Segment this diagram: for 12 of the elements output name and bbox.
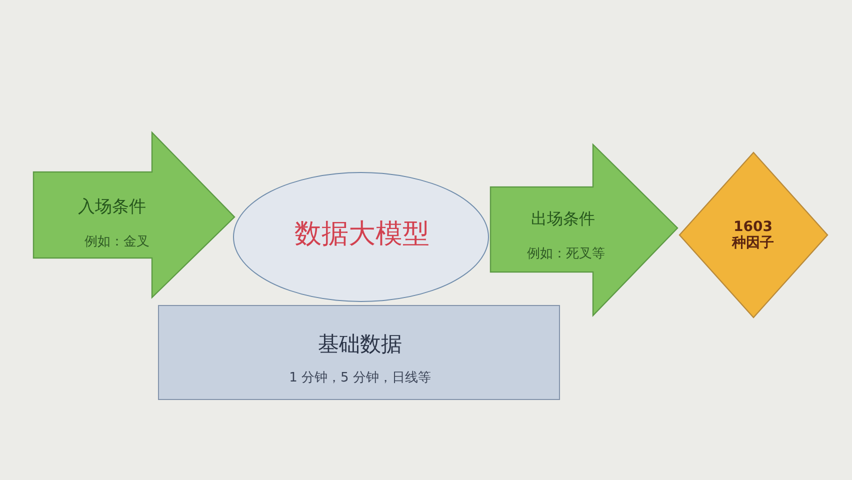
heading-text: 入场条件 xyxy=(78,198,146,218)
note-text: 例如：死叉等 xyxy=(527,248,605,262)
heading-text: 数据大模型 xyxy=(294,218,430,250)
heading-text: 1603 种因子 xyxy=(730,218,775,252)
block-arrow xyxy=(490,144,678,316)
note-text: 例如：金叉 xyxy=(84,236,150,250)
decision-diamond xyxy=(679,152,828,318)
process-box xyxy=(158,305,560,400)
heading-text: 基础数据 xyxy=(318,332,402,356)
note-text: 1 分钟，5 分钟，日线等 xyxy=(289,372,431,386)
block-arrow xyxy=(33,132,235,298)
heading-text: 出场条件 xyxy=(531,210,595,228)
